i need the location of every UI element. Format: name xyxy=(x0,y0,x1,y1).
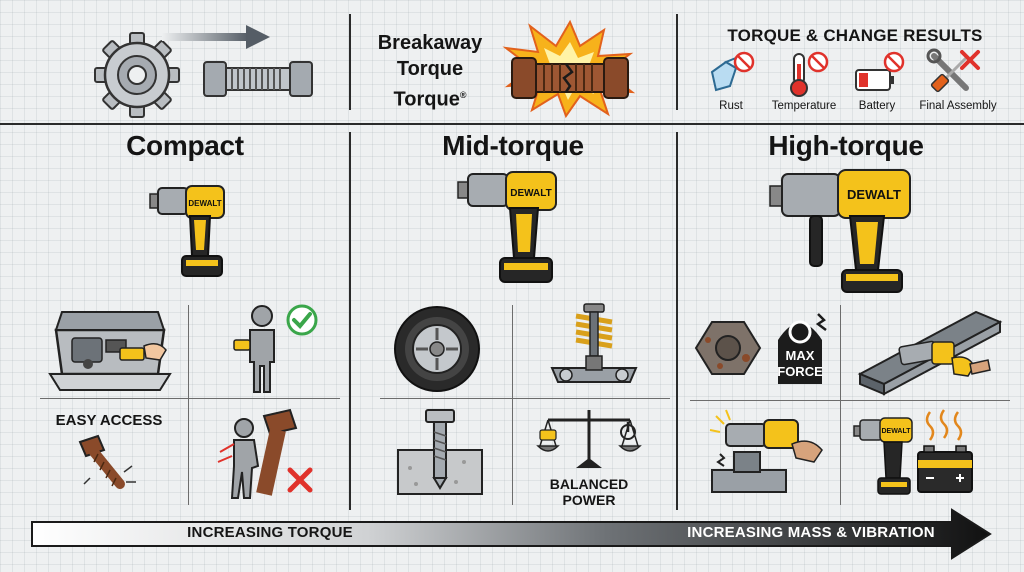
engine-bay-icon xyxy=(48,311,172,391)
result-final-assembly: Final Assembly xyxy=(919,100,997,112)
easy-access-label: EASY ACCESS xyxy=(55,412,163,429)
column-sep-2 xyxy=(676,132,678,510)
compact-tool-brand: DEWALT xyxy=(188,199,221,208)
header-sep-2 xyxy=(676,14,678,110)
breakaway-line-2: Torque xyxy=(396,58,464,80)
seized-nut-icon xyxy=(694,321,762,375)
registered-mark: ® xyxy=(459,90,467,100)
breakaway-line-1: Breakaway xyxy=(377,32,483,54)
balance-scale-icon xyxy=(536,410,642,468)
result-rust: Rust xyxy=(719,100,743,112)
bolt-icon xyxy=(203,61,313,97)
balanced-power-line-2: POWER xyxy=(562,492,616,508)
results-title: TORQUE & CHANGE RESULTS xyxy=(727,26,983,45)
arrow-right-icon xyxy=(162,25,270,49)
increasing-torque-label: INCREASING TORQUE xyxy=(187,524,353,541)
thermometer-icon xyxy=(790,51,829,97)
high-tool-brand: DEWALT xyxy=(847,187,901,202)
max-force-badge-icon: MAX FORCE xyxy=(777,313,827,384)
wrench-screwdriver-icon xyxy=(926,48,980,93)
progress-arrow xyxy=(31,508,992,560)
column-sep-1 xyxy=(349,132,351,510)
header-sep-1 xyxy=(349,14,351,110)
header-divider xyxy=(0,123,1024,125)
worker-with-check-icon xyxy=(233,304,318,393)
small-impact-wrench-icon: DEWALT xyxy=(853,417,913,495)
suspension-icon xyxy=(550,303,638,383)
rusty-bolt-icon xyxy=(78,434,136,489)
increasing-mass-vibration-label: INCREASING MASS & VIBRATION xyxy=(687,524,935,541)
small-tool-brand: DEWALT xyxy=(881,428,911,435)
high-impact-wrench-icon: DEWALT xyxy=(769,169,911,293)
battery-icon xyxy=(855,51,905,91)
tire-icon xyxy=(394,306,480,392)
high-col-sep xyxy=(840,305,841,505)
wrench-on-mount-icon xyxy=(709,409,823,493)
rusty-bolt-burst-icon xyxy=(502,19,636,119)
result-temperature: Temperature xyxy=(771,100,837,112)
breakaway-line-3: Torque® xyxy=(393,88,467,111)
mid-col-sep xyxy=(512,305,513,505)
balanced-power-line-1: BALANCED xyxy=(549,476,629,492)
gear-icon xyxy=(94,32,180,118)
worker-struggling-icon xyxy=(217,408,313,499)
car-battery-heat-icon xyxy=(917,409,973,493)
high-row-sep xyxy=(690,400,1010,401)
high-torque-title: High-torque xyxy=(768,130,924,161)
max-force-line-2: FORCE xyxy=(777,364,823,379)
mid-row-sep xyxy=(380,398,670,399)
max-force-line-1: MAX xyxy=(786,348,815,363)
steel-beam-icon xyxy=(857,310,1003,396)
anchor-bolt-icon xyxy=(397,409,483,495)
rust-ice-icon xyxy=(710,51,755,92)
compact-col-sep xyxy=(188,305,189,505)
compact-title: Compact xyxy=(126,130,244,161)
mid-tool-brand: DEWALT xyxy=(510,188,551,199)
compact-row-sep xyxy=(40,398,340,399)
mid-torque-title: Mid-torque xyxy=(442,130,584,161)
result-battery: Battery xyxy=(858,100,896,112)
mid-impact-wrench-icon: DEWALT xyxy=(457,171,557,283)
compact-impact-wrench-icon: DEWALT xyxy=(149,185,225,277)
